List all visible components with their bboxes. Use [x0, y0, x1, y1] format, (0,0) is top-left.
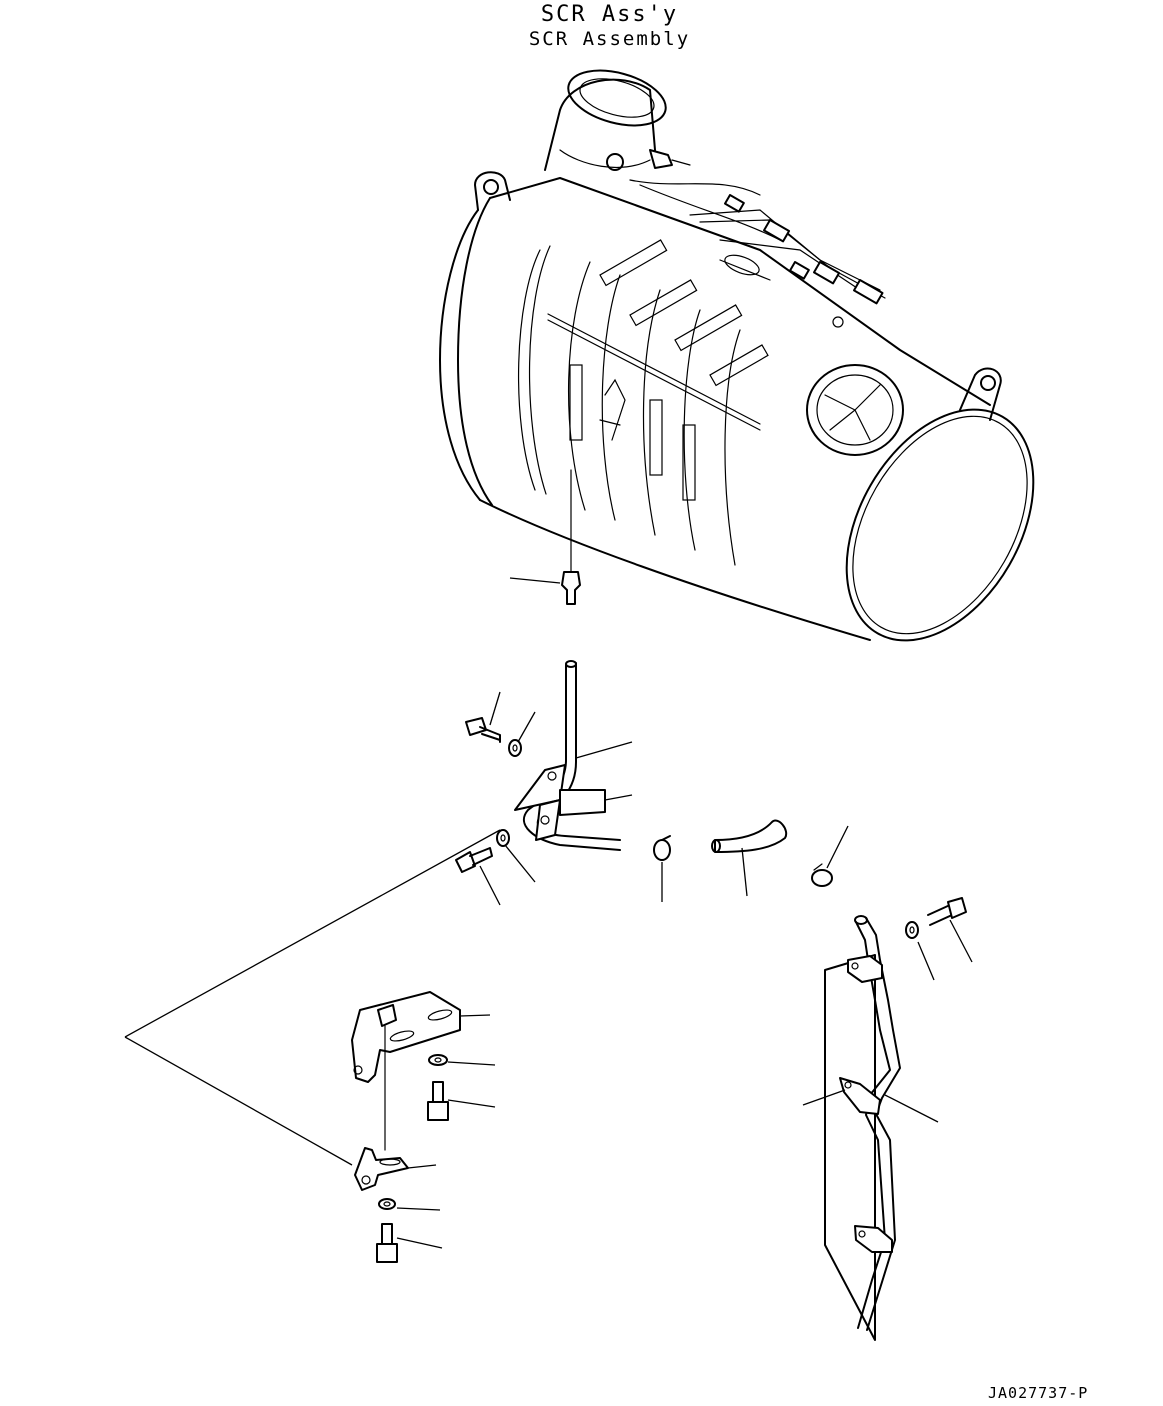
temp-sensor-part	[509, 469, 581, 605]
diagram-title-jp: SCR Ass'y	[540, 2, 679, 27]
hose-and-clamps	[653, 819, 849, 902]
scr-muffler-body	[439, 69, 1035, 642]
diagram-title-en: SCR Assembly	[528, 28, 691, 50]
drawing-code: JA027737-P	[988, 1384, 1089, 1402]
tube-and-bracket-group	[455, 660, 633, 906]
bracket-group-left	[124, 829, 501, 1263]
tube-assembly-right	[802, 897, 973, 1341]
